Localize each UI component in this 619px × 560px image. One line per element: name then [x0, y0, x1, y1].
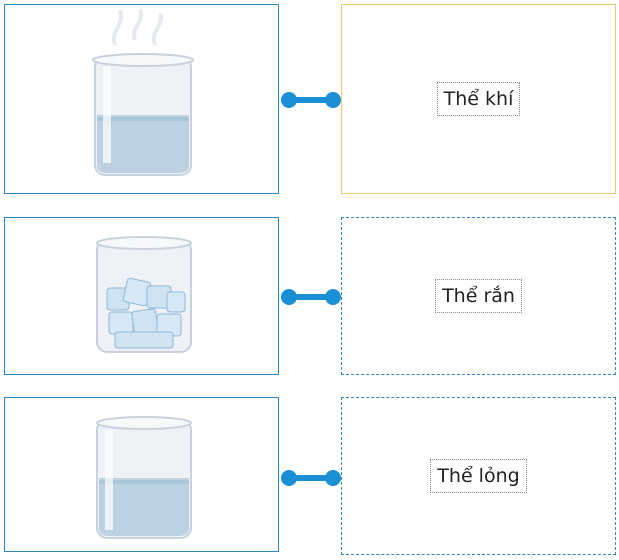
answer-label: Thể lỏng — [430, 459, 527, 493]
connector-dot-right — [325, 289, 341, 305]
connector-row-1[interactable] — [281, 90, 341, 110]
connector-dot-left — [281, 92, 297, 108]
ice-beaker-image — [96, 236, 192, 353]
answer-card-3[interactable]: Thể lỏng — [341, 397, 616, 555]
answer-label: Thể rắn — [435, 279, 522, 313]
image-card-steam[interactable] — [4, 4, 279, 194]
connector-row-3[interactable] — [281, 468, 341, 488]
connector-row-2[interactable] — [281, 287, 341, 307]
steaming-beaker-image — [92, 9, 194, 176]
answer-label: Thể khí — [436, 82, 521, 116]
connector-dot-left — [281, 289, 297, 305]
answer-card-2[interactable]: Thể rắn — [341, 217, 616, 375]
connector-dot-right — [325, 470, 341, 486]
connector-dot-right — [325, 92, 341, 108]
image-card-ice[interactable] — [4, 217, 279, 375]
water-beaker-image — [96, 416, 192, 539]
image-card-water[interactable] — [4, 397, 279, 552]
connector-dot-left — [281, 470, 297, 486]
answer-card-1[interactable]: Thể khí — [341, 4, 616, 194]
